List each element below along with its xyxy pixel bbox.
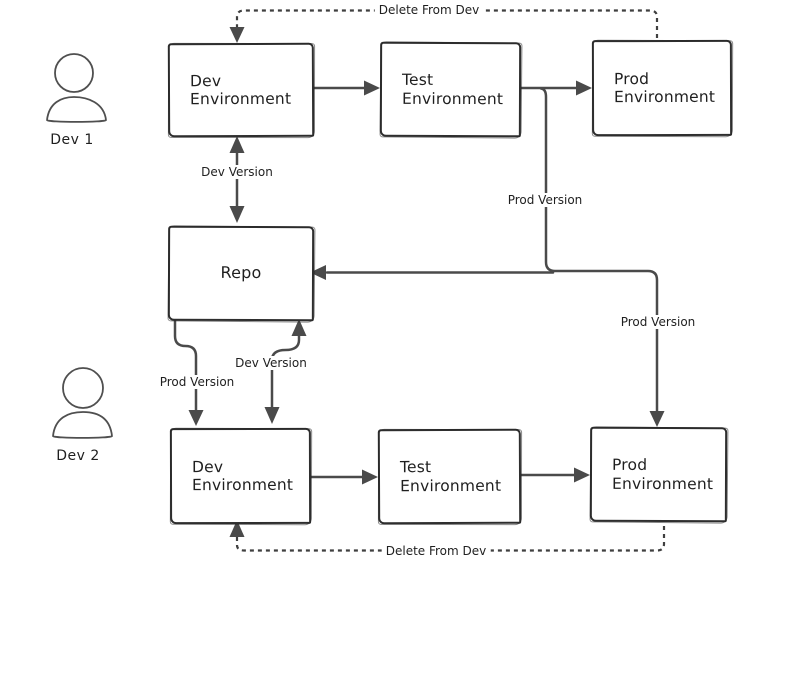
node-test-environment-2[interactable]: Test Environment — [377, 428, 522, 525]
actor-label-dev-1: Dev 1 — [50, 132, 94, 148]
edge-label-dev-version-top: Dev Version — [197, 165, 277, 179]
edge-prod-version-to-prod2 — [539, 87, 665, 427]
edge-dev-version-dev1-repo — [229, 136, 245, 223]
edge-label-dev-version-repo-dev2: Dev Version — [231, 356, 311, 370]
edge-label-prod-version-to-prod2: Prod Version — [616, 315, 700, 329]
person-icon[interactable] — [52, 367, 113, 439]
node-label: Test Environment — [401, 71, 504, 108]
node-label: Prod Environment — [611, 456, 714, 493]
edge-test2-to-prod2 — [515, 467, 590, 483]
node-label: Dev Environment — [191, 457, 294, 495]
edge-dev-version-repo-dev2 — [264, 319, 307, 424]
edge-dev2-to-test2 — [305, 469, 378, 485]
person-icon[interactable] — [46, 53, 107, 123]
node-prod-environment-2[interactable]: Prod Environment — [589, 426, 728, 523]
node-label: Prod Environment — [613, 69, 716, 107]
node-prod-environment-1[interactable]: Prod Environment — [591, 39, 733, 137]
node-repo[interactable]: Repo — [167, 225, 315, 322]
edge-prod-version-to-repo — [310, 265, 555, 280]
edge-prod-version-repo-to-dev2 — [173, 315, 204, 426]
edge-label-delete-from-dev-top: Delete From Dev — [374, 3, 484, 17]
actor-label-dev-2: Dev 2 — [56, 448, 100, 464]
node-dev-environment-2[interactable]: Dev Environment — [169, 427, 312, 525]
node-label: Test Environment — [399, 458, 502, 495]
node-dev-environment-1[interactable]: Dev Environment — [167, 42, 315, 138]
node-label: Repo — [220, 262, 262, 283]
edge-dev1-to-test1 — [308, 80, 380, 96]
node-test-environment-1[interactable]: Test Environment — [379, 41, 522, 138]
edge-label-delete-from-dev-bottom: Delete From Dev — [381, 544, 491, 558]
edge-label-prod-version-repo-to-dev2: Prod Version — [155, 375, 239, 389]
edge-label-prod-version-test-to-repo: Prod Version — [503, 193, 587, 207]
node-label: Dev Environment — [189, 71, 292, 109]
edge-test1-to-prod1 — [515, 80, 592, 96]
